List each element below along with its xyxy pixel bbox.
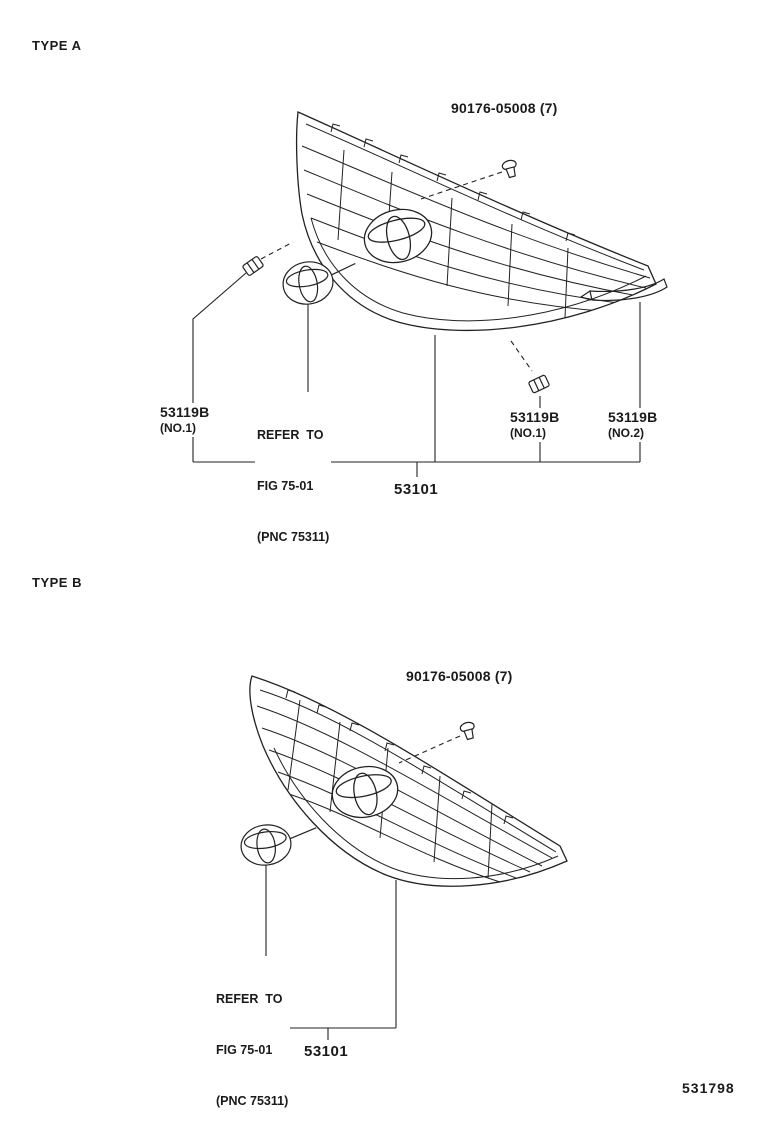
grille-a-slats — [302, 146, 650, 318]
grille-b-mounting-hooks — [286, 690, 513, 824]
refer-line-1: REFER TO — [216, 992, 283, 1006]
fastener-icon-a — [501, 159, 519, 179]
grille-b-slats — [257, 700, 552, 882]
part-number: 53119B — [160, 404, 210, 420]
callout-grille-a: 53101 — [392, 480, 441, 500]
toyota-emblem-on-grille-a — [359, 203, 438, 270]
figure-number: 531798 — [682, 1080, 735, 1096]
type-a-title: TYPE A — [32, 38, 82, 53]
grille-a-mounting-hooks — [331, 124, 575, 241]
toyota-emblem-loose-b — [238, 818, 320, 868]
fastener-part-number-b: 90176-05008 (7) — [404, 667, 515, 686]
fastener-icon-b — [459, 721, 477, 741]
type-b-title: TYPE B — [32, 575, 82, 590]
callout-grille-b: 53101 — [302, 1042, 351, 1062]
clip-mid-illustration — [528, 375, 549, 393]
toyota-emblem-on-grille-b — [328, 761, 403, 824]
refer-line-2: FIG 75-01 — [216, 1043, 273, 1057]
grille-b-illustration — [250, 676, 567, 886]
toyota-emblem-loose-a — [280, 254, 361, 308]
part-qualifier: (NO.2) — [608, 426, 644, 441]
callout-clip-mid: 53119B (NO.1) — [508, 408, 562, 442]
part-number: 53119B — [510, 409, 560, 425]
callout-emblem-reference-a: REFER TO FIG 75-01 (PNC 75311) — [255, 392, 332, 564]
grille-a-illustration — [297, 112, 656, 330]
corner-molding-right-illustration — [581, 279, 667, 300]
callout-emblem-reference-b: REFER TO FIG 75-01 (PNC 75311) — [214, 956, 291, 1128]
refer-line-2: FIG 75-01 — [257, 479, 314, 493]
part-number: 53119B — [608, 409, 658, 425]
callout-molding-right: 53119B (NO.2) — [606, 408, 660, 442]
refer-line-1: REFER TO — [257, 428, 324, 442]
clip-left-illustration — [242, 256, 264, 276]
fastener-part-number-a: 90176-05008 (7) — [449, 99, 560, 118]
callout-clip-left: 53119B (NO.1) — [158, 403, 212, 437]
refer-line-3: (PNC 75311) — [257, 530, 330, 544]
refer-line-3: (PNC 75311) — [216, 1094, 289, 1108]
part-qualifier: (NO.1) — [160, 421, 196, 436]
part-qualifier: (NO.1) — [510, 426, 546, 441]
